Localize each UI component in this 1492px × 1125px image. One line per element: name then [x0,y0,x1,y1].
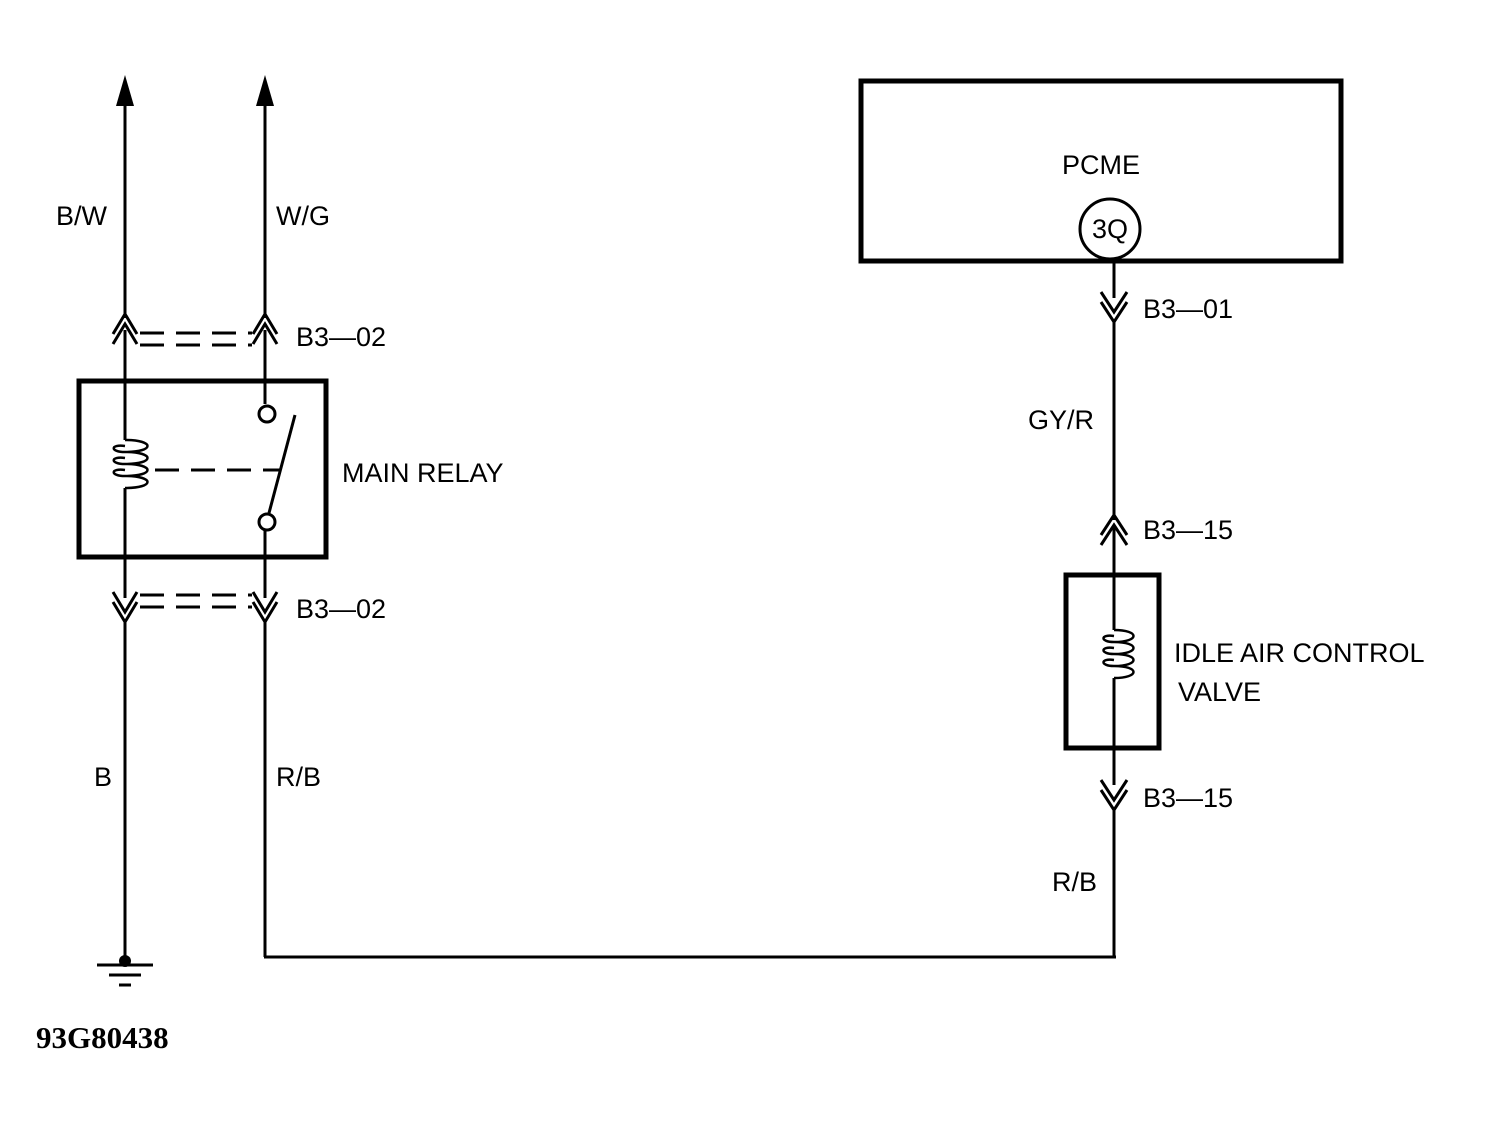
pcme-module [858,78,1344,264]
iac-label-line2: VALVE [1178,677,1261,707]
wire-rb-left [251,557,1116,959]
connector-label-valve-top: B3—15 [1143,515,1233,545]
main-relay-label: MAIN RELAY [342,458,504,488]
wire-bw [111,75,139,380]
connector-label-relay-top: B3—02 [296,322,386,352]
idle-air-control-valve [1063,572,1162,751]
arrow-up-icon [116,75,134,106]
wire-rb-right [1099,748,1129,958]
wire-b [111,557,139,960]
wire-label-wg: W/G [276,201,330,231]
wire-wg [251,75,279,404]
switch-contact-icon [257,404,277,424]
connector-label-valve-bottom: B3—15 [1143,783,1233,813]
arrow-up-icon [256,75,274,106]
connector-label-pcme: B3—01 [1143,294,1233,324]
main-relay [76,378,329,560]
wire-label-rb-right: R/B [1052,867,1097,897]
wire-label-gyr: GY/R [1028,405,1094,435]
connector-label-relay-bottom: B3—02 [296,594,386,624]
switch-blade [267,414,297,514]
wire-label-b: B [94,762,112,792]
figure-id: 93G80438 [36,1020,169,1055]
iac-label-line1: IDLE AIR CONTROL [1174,638,1425,668]
pcme-terminal-label: 3Q [1092,214,1128,244]
switch-contact-icon [257,512,277,532]
pcme-terminal [1078,197,1142,261]
pcme-label: PCME [1062,150,1140,180]
coil-icon [112,438,149,490]
wire-label-rb-left: R/B [276,762,321,792]
wire-label-bw: B/W [56,201,108,231]
wire-gyr [1099,259,1129,575]
ground-icon [97,955,153,987]
coil-icon [1102,628,1135,680]
